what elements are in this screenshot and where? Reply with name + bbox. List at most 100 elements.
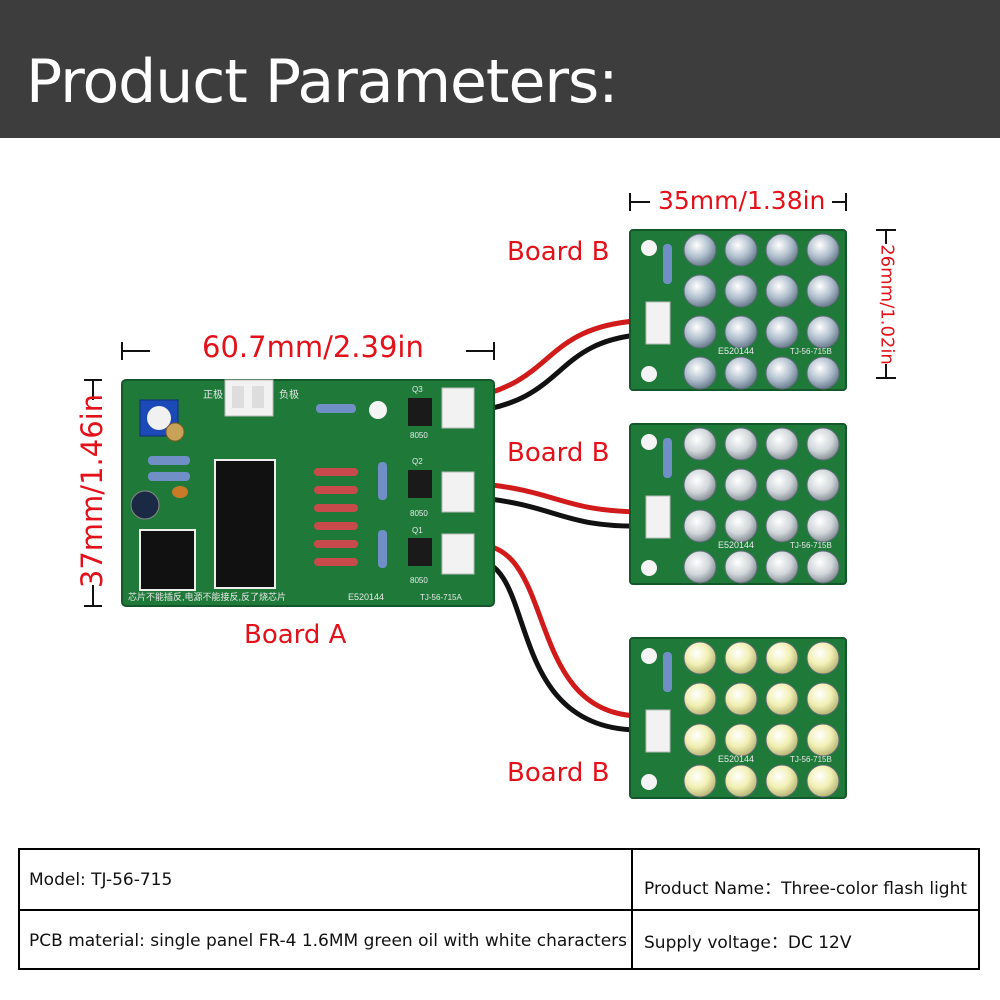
board-a-minus-text: 负极 bbox=[279, 388, 299, 401]
board-b-code-text: E520144 bbox=[718, 540, 754, 550]
connector bbox=[645, 495, 671, 539]
svg-text:Q1: Q1 bbox=[412, 526, 423, 535]
led bbox=[806, 764, 840, 798]
board-a-plus-text: 正极 bbox=[203, 388, 223, 401]
led bbox=[683, 764, 717, 798]
svg-text:8050: 8050 bbox=[410, 509, 428, 518]
board-a-label: Board A bbox=[244, 620, 347, 650]
product-figure: 正极 负极 Q3 Q2 Q1 8050 8050 8050 芯片不能插反,电源不… bbox=[84, 193, 896, 799]
led bbox=[724, 315, 758, 349]
led bbox=[765, 550, 799, 584]
table-divider bbox=[631, 850, 633, 968]
table-divider bbox=[20, 909, 978, 911]
board-b-code-text: E520144 bbox=[718, 754, 754, 764]
led bbox=[683, 641, 717, 675]
board-b-model-text: TJ-56-715B bbox=[790, 347, 832, 356]
mounting-hole bbox=[641, 366, 657, 382]
board-b-2: E520144 TJ-56-715B bbox=[629, 423, 847, 585]
board-b-3: E520144 TJ-56-715B bbox=[629, 637, 847, 799]
spec-product-name: Product Name：Three-color flash light bbox=[644, 878, 968, 899]
wires bbox=[467, 317, 651, 733]
svg-text:Q2: Q2 bbox=[412, 457, 423, 466]
led bbox=[683, 723, 717, 757]
led bbox=[724, 764, 758, 798]
led bbox=[806, 723, 840, 757]
board-a-model-text: TJ-56-715A bbox=[420, 593, 462, 602]
board-b-model-text: TJ-56-715B bbox=[790, 755, 832, 764]
mounting-hole bbox=[641, 774, 657, 790]
page-title: Product Parameters: bbox=[26, 47, 619, 117]
board-b-height-label: 26mm/1.02in bbox=[876, 244, 898, 365]
mounting-hole bbox=[641, 240, 657, 256]
board-b-label-3: Board B bbox=[507, 758, 610, 788]
led bbox=[806, 682, 840, 716]
spec-supply-voltage: Supply voltage：DC 12V bbox=[644, 933, 852, 953]
led bbox=[683, 468, 717, 502]
resistor bbox=[663, 438, 672, 478]
mounting-hole bbox=[641, 648, 657, 664]
led bbox=[806, 509, 840, 543]
svg-text:Q3: Q3 bbox=[412, 385, 423, 394]
led bbox=[765, 468, 799, 502]
board-b-label-1: Board B bbox=[507, 237, 610, 267]
board-a-width-dimension bbox=[121, 342, 495, 360]
board-b-width-dimension bbox=[629, 193, 847, 211]
led bbox=[724, 641, 758, 675]
board-a: 正极 负极 Q3 Q2 Q1 8050 8050 8050 芯片不能插反,电源不… bbox=[121, 379, 495, 607]
header-bar: Product Parameters: bbox=[0, 0, 1000, 138]
led bbox=[806, 356, 840, 390]
led bbox=[683, 550, 717, 584]
connector bbox=[645, 301, 671, 345]
led bbox=[806, 427, 840, 461]
svg-text:8050: 8050 bbox=[410, 576, 428, 585]
connector bbox=[645, 709, 671, 753]
led bbox=[724, 723, 758, 757]
led bbox=[806, 233, 840, 267]
led bbox=[683, 315, 717, 349]
led bbox=[765, 641, 799, 675]
led bbox=[683, 682, 717, 716]
led bbox=[806, 468, 840, 502]
led bbox=[683, 509, 717, 543]
led bbox=[765, 274, 799, 308]
led bbox=[765, 315, 799, 349]
board-b-code-text: E520144 bbox=[718, 346, 754, 356]
led bbox=[765, 509, 799, 543]
led bbox=[724, 233, 758, 267]
led bbox=[765, 427, 799, 461]
led bbox=[765, 356, 799, 390]
led bbox=[806, 550, 840, 584]
mounting-hole bbox=[641, 434, 657, 450]
spec-model: Model: TJ-56-715 bbox=[29, 869, 173, 890]
board-a-height-dimension bbox=[84, 379, 102, 607]
led bbox=[724, 550, 758, 584]
resistor bbox=[663, 244, 672, 284]
board-a-height-label: 37mm/1.46in bbox=[75, 393, 109, 589]
led bbox=[765, 233, 799, 267]
led bbox=[724, 682, 758, 716]
led bbox=[765, 764, 799, 798]
board-a-width-label: 60.7mm/2.39in bbox=[202, 330, 424, 364]
led bbox=[765, 682, 799, 716]
board-a-code-text: E520144 bbox=[348, 592, 384, 602]
board-b-label-2: Board B bbox=[507, 438, 610, 468]
led bbox=[724, 274, 758, 308]
board-a-warning-text: 芯片不能插反,电源不能接反,反了烧芯片 bbox=[128, 591, 286, 602]
spec-table: Model: TJ-56-715 Product Name：Three-colo… bbox=[18, 848, 980, 970]
spec-pcb-material: PCB material: single panel FR-4 1.6MM gr… bbox=[29, 930, 628, 951]
led bbox=[724, 427, 758, 461]
led bbox=[724, 509, 758, 543]
led bbox=[806, 315, 840, 349]
led bbox=[806, 274, 840, 308]
led bbox=[683, 274, 717, 308]
led bbox=[683, 427, 717, 461]
led bbox=[765, 723, 799, 757]
mounting-hole bbox=[641, 560, 657, 576]
board-b-model-text: TJ-56-715B bbox=[790, 541, 832, 550]
led bbox=[683, 356, 717, 390]
board-b-width-label: 35mm/1.38in bbox=[658, 186, 826, 215]
board-b-height-dimension bbox=[876, 229, 896, 379]
led bbox=[683, 233, 717, 267]
resistor bbox=[663, 652, 672, 692]
